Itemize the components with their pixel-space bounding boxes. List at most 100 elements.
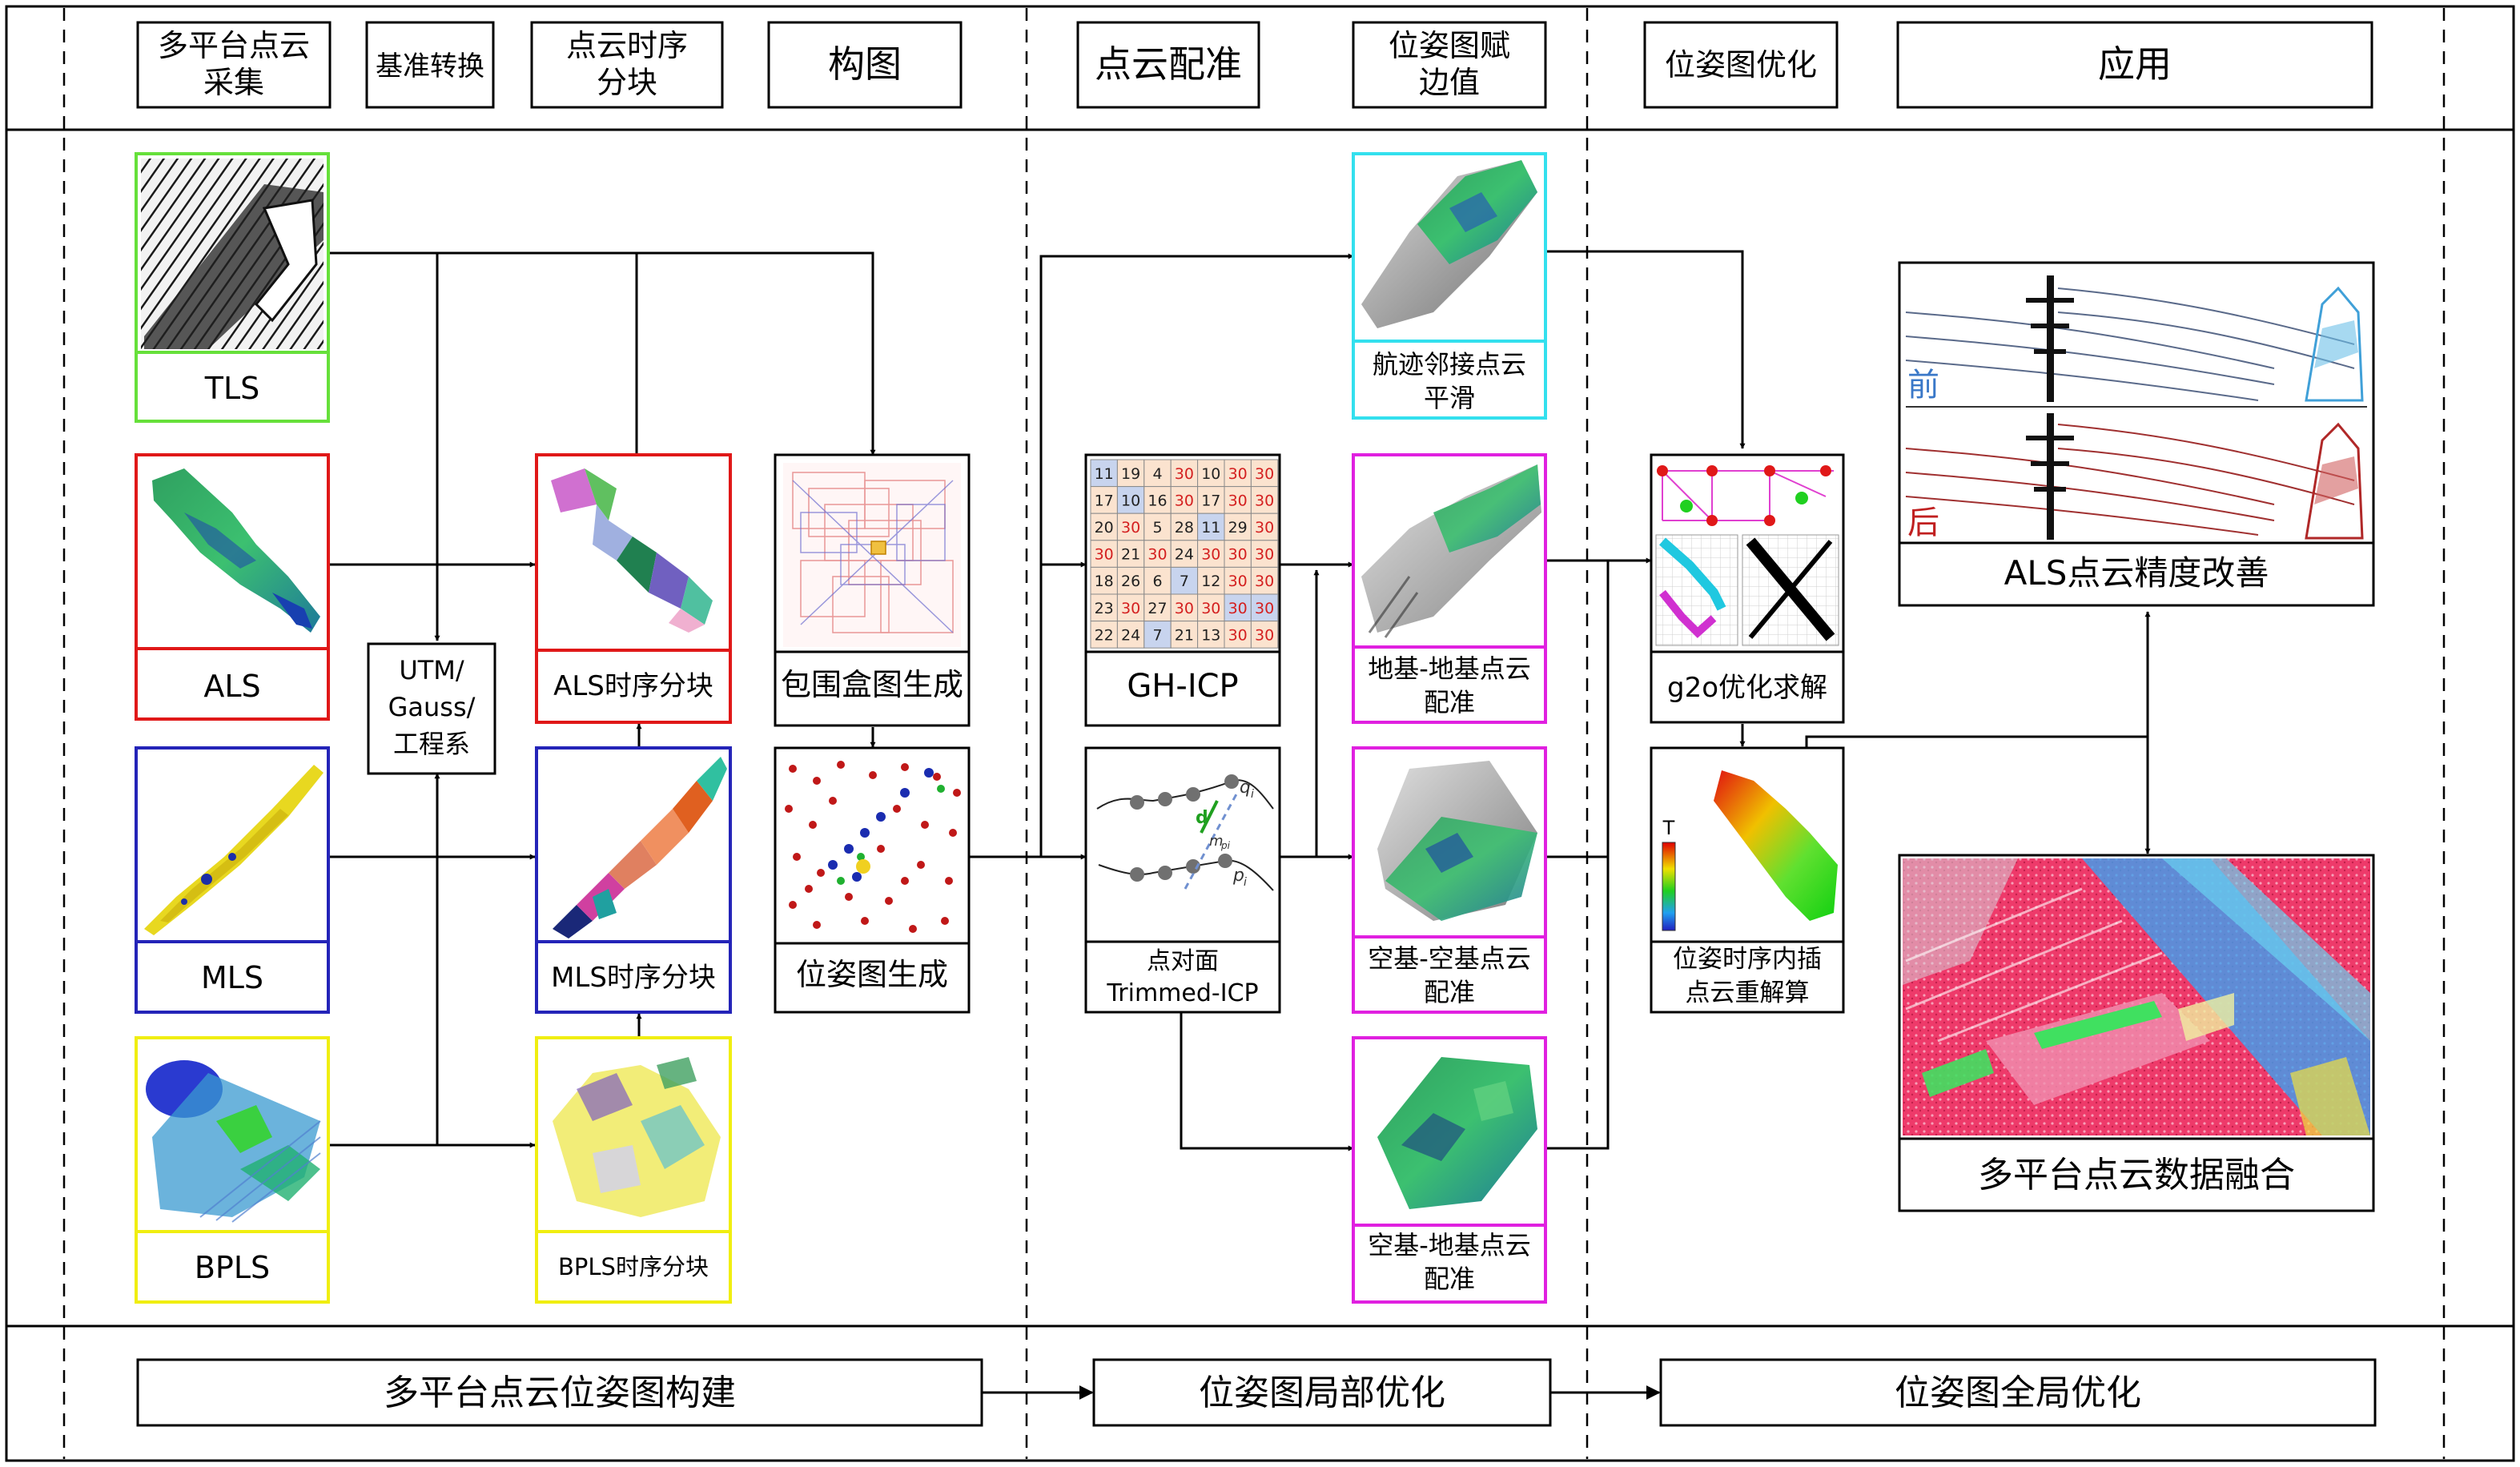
matrix-value: 24: [1121, 626, 1140, 644]
matrix-value: 30: [1255, 465, 1274, 483]
matrix-cell: [1116, 566, 1145, 595]
diagram-label-d: d: [1196, 808, 1208, 828]
matrix-value: 30: [1228, 492, 1248, 509]
matrix-cell: [1197, 593, 1225, 622]
matrix-value: 7: [1152, 626, 1162, 644]
header-step-acquisition: [136, 21, 332, 109]
edge-trajectory-line2: 平滑: [1424, 383, 1475, 413]
header-step-blocking-line1: 点云时序: [566, 28, 688, 63]
matrix-value: 30: [1255, 573, 1274, 590]
fusion-label: 多平台点云数据融合: [1978, 1155, 2295, 1196]
matrix-cell: [1170, 486, 1199, 514]
matrix-cell: [1170, 566, 1199, 595]
interp-line2: 点云重解算: [1686, 979, 1810, 1007]
header-step-registration: [1076, 21, 1260, 109]
matrix-cell: [1197, 566, 1225, 595]
als-pointcloud-image: [152, 468, 320, 633]
footer-stage-global-label: 位姿图全局优化: [1895, 1373, 2141, 1413]
matrix-cell: [1250, 512, 1279, 541]
powerline-before-image: [1905, 275, 2364, 402]
matrix-cell: [1250, 459, 1279, 488]
matrix-cell: [1090, 593, 1118, 622]
matrix-value: 30: [1228, 600, 1248, 617]
trajectory-smooth-image: [1361, 160, 1537, 328]
lane-dividers: [62, 8, 2446, 1459]
interp-line1: 位姿时序内插: [1673, 945, 1822, 974]
matrix-value: 26: [1121, 573, 1140, 590]
pose-graph-box: 位姿图生成: [774, 746, 971, 1014]
matrix-value: 5: [1152, 519, 1162, 537]
matrix-value: 27: [1147, 600, 1167, 617]
matrix-cell: [1170, 593, 1199, 622]
after-label: 后: [1907, 504, 1939, 541]
diagram-label-mp: m: [1209, 833, 1224, 850]
matrix-cell: [1250, 621, 1279, 649]
matrix-value: 16: [1147, 492, 1167, 509]
footer-stages: 多平台点云位姿图构建 位姿图局部优化 位姿图全局优化: [136, 1358, 2377, 1427]
matrix-value: 30: [1175, 465, 1194, 483]
matrix-value: 30: [1228, 546, 1248, 564]
matrix-cell: [1250, 566, 1279, 595]
matrix-value: 6: [1152, 573, 1162, 590]
footer-stage-global: [1659, 1358, 2377, 1427]
matrix-cell: [1170, 459, 1199, 488]
edge-air-air-line2: 配准: [1424, 977, 1475, 1007]
block-als: ALS时序分块: [535, 453, 732, 724]
matrix-value: 22: [1095, 626, 1114, 644]
powerline-after-image: [1905, 413, 2364, 540]
matrix-value: 21: [1121, 546, 1140, 564]
header-step-edges-line2: 边值: [1419, 65, 1480, 100]
matrix-cell: [1197, 621, 1225, 649]
matrix-value: 11: [1201, 519, 1220, 537]
als-block-label: ALS时序分块: [553, 670, 713, 702]
matrix-cell: [1250, 486, 1279, 514]
matrix-value: 30: [1121, 519, 1140, 537]
header-step-acquisition-line2: 采集: [203, 65, 264, 100]
header-step-application: [1896, 21, 2373, 109]
header-step-optimization-label: 位姿图优化: [1665, 47, 1817, 82]
edge-air-ground-line1: 空基-地基点云: [1368, 1230, 1531, 1260]
matrix-value: 30: [1201, 600, 1220, 617]
matrix-value: 30: [1255, 600, 1274, 617]
header-step-datum-label: 基准转换: [376, 50, 484, 82]
fusion-pointcloud-image: [1903, 858, 2370, 1135]
matrix-value: 30: [1147, 546, 1167, 564]
trimmed-icp-line2: Trimmed-ICP: [1106, 979, 1258, 1007]
matrix-cell: [1143, 512, 1172, 541]
matrix-cell: [1197, 459, 1225, 488]
ground-ground-image: [1361, 464, 1541, 638]
matrix-value: 30: [1255, 626, 1274, 644]
tls-pointcloud-image: [141, 159, 324, 349]
air-ground-image: [1377, 1057, 1537, 1209]
matrix-value: 30: [1255, 519, 1274, 537]
diagram-label-mp-sub: pi: [1220, 840, 1231, 851]
matrix-value: 19: [1121, 465, 1140, 483]
matrix-cell: [1224, 540, 1252, 568]
header-step-application-label: 应用: [2098, 42, 2172, 86]
matrix-value: 11: [1095, 465, 1114, 483]
matrix-value: 30: [1255, 546, 1274, 564]
header-steps: [136, 21, 2373, 109]
matrix-value: 17: [1095, 492, 1114, 509]
matrix-cell: [1116, 459, 1145, 488]
edge-trajectory-box: 航迹邻接点云 平滑: [1352, 152, 1547, 420]
matrix-value: 28: [1175, 519, 1194, 537]
matrix-value: 30: [1095, 546, 1114, 564]
footer-stage-build: [136, 1358, 983, 1427]
trajectory-color-image: T: [1662, 770, 1838, 931]
block-bpls: BPLS时序分块: [535, 1036, 732, 1304]
matrix-value: 30: [1175, 600, 1194, 617]
mls-label: MLS: [201, 960, 263, 995]
header-step-edges-line1: 位姿图赋: [1389, 28, 1510, 63]
air-air-image: [1377, 761, 1537, 921]
matrix-value: 29: [1228, 519, 1248, 537]
source-bpls: BPLS: [135, 1036, 330, 1304]
matrix-value: 30: [1228, 573, 1248, 590]
header-step-blocking: [530, 21, 724, 109]
block-mls: MLS时序分块: [535, 746, 732, 1014]
matrix-cell: [1143, 566, 1172, 595]
matrix-value: 21: [1175, 626, 1194, 644]
